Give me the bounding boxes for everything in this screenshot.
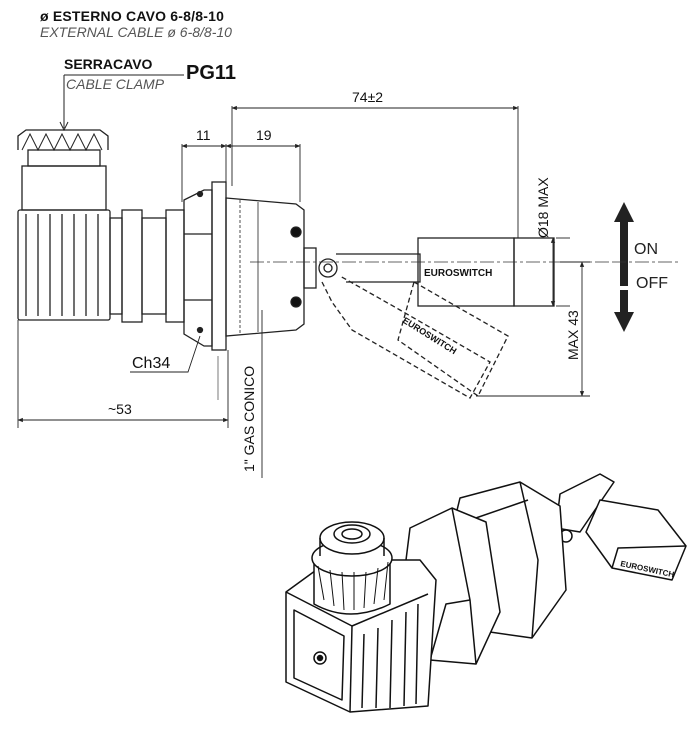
float-brand-off: EUROSWITCH [401,315,458,356]
dim-diameter: Ø18 MAX [535,177,551,238]
connector-neck [109,209,185,323]
iso-cap [311,521,393,615]
hex-nut [183,189,213,347]
iso-float: EUROSWITCH [555,473,687,581]
dim-max-drop: MAX 43 [565,310,581,360]
dim-hex: Ch34 [132,355,170,372]
isometric-view: EUROSWITCH [285,473,687,713]
dim-head-length: ~53 [108,401,132,417]
dim-thread-type: 1" GAS CONICO [241,366,257,472]
dim-thread: 19 [256,127,272,143]
dim-total-length: 74±2 [352,89,383,105]
cable-clamp-cap [17,129,109,211]
clamp-label-underline [59,74,184,132]
cable-outer-diameter-label-en: EXTERNAL CABLE ø 6-8/8-10 [40,24,232,40]
flange [211,181,227,351]
gland-size-label: PG11 [186,62,237,84]
cable-clamp-label-en: CABLE CLAMP [66,76,165,92]
threaded-housing [225,197,305,337]
cable-clamp-label-it: SERRACAVO [64,56,153,72]
float-brand-on: EUROSWITCH [424,268,492,279]
float-stem [303,247,338,289]
float-off-position [321,275,509,399]
dimension-texts: 74±2 11 19 Ø18 MAX MAX 43 Ch34 ~53 1" GA… [108,89,581,472]
side-view: EUROSWITCH EUROSWITCH [17,129,555,399]
cable-outer-diameter-label-it: ø ESTERNO CAVO 6-8/8-10 [40,8,225,24]
connector-body [17,209,111,321]
state-on-label: ON [634,241,658,258]
float-on-position: EUROSWITCH [336,237,555,307]
dim-flange: 11 [196,127,211,143]
state-indicator: ON OFF [612,202,680,332]
state-off-label: OFF [636,275,668,292]
dimension-lines [17,105,590,478]
